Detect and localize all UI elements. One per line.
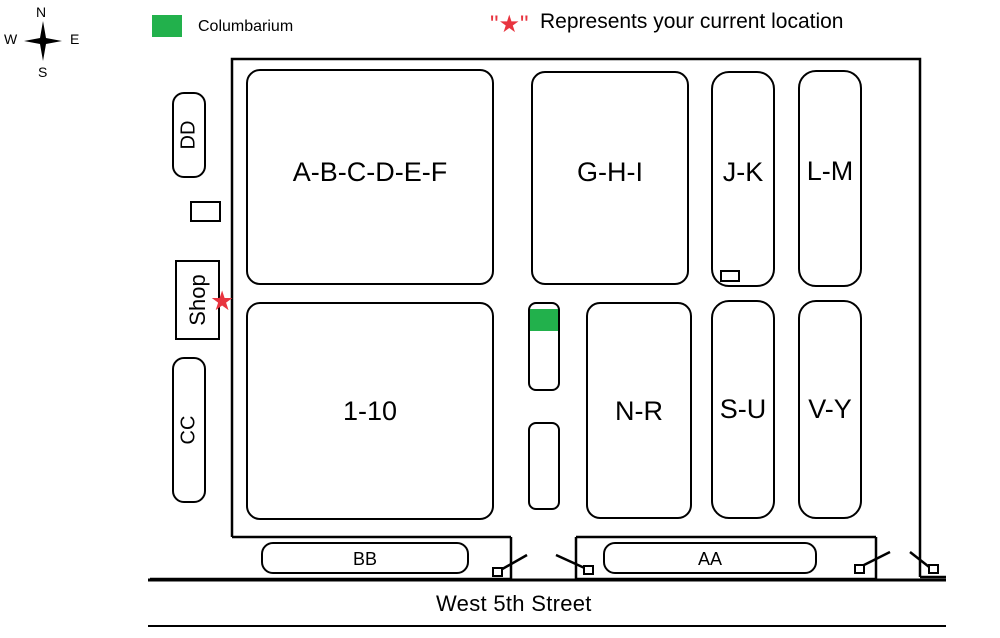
- legend-location-marker: "★": [490, 11, 529, 38]
- section-label: L-M: [806, 156, 854, 186]
- section-label: BB: [352, 549, 377, 569]
- section-g-h-i[interactable]: G-H-I: [531, 71, 689, 285]
- small-plot[interactable]: [528, 422, 560, 510]
- section-1-10[interactable]: 1-10: [246, 302, 494, 520]
- section-label: V-Y: [808, 394, 852, 424]
- section-n-r[interactable]: N-R: [586, 302, 692, 519]
- current-location-star-icon: ★: [210, 286, 235, 316]
- section-bb[interactable]: BB: [261, 542, 469, 574]
- section-label: A-B-C-D-E-F: [292, 157, 448, 187]
- compass-west-label: W: [4, 31, 18, 47]
- compass: N W E S: [0, 0, 90, 85]
- section-cc[interactable]: CC: [172, 357, 206, 503]
- building-small-west: [190, 201, 221, 222]
- compass-rose-icon: [24, 21, 62, 61]
- section-label: AA: [697, 549, 722, 569]
- section-label: 1-10: [342, 396, 398, 426]
- legend-columbarium-label: Columbarium: [198, 18, 294, 35]
- columbarium-marker: [530, 309, 558, 331]
- section-a-b-c-d-e-f[interactable]: A-B-C-D-E-F: [246, 69, 494, 285]
- building-small: [720, 270, 740, 282]
- columbarium-plot[interactable]: [528, 302, 560, 391]
- section-label: CC: [177, 415, 200, 445]
- section-label: DD: [177, 120, 200, 150]
- section-s-u[interactable]: S-U: [711, 300, 775, 519]
- legend-columbarium-swatch: [152, 15, 182, 37]
- shop-building[interactable]: Shop: [175, 260, 220, 340]
- compass-south-label: S: [38, 64, 48, 80]
- section-j-k[interactable]: J-K: [711, 71, 775, 287]
- section-v-y[interactable]: V-Y: [798, 300, 862, 519]
- shop-label: Shop: [184, 274, 210, 326]
- section-dd[interactable]: DD: [172, 92, 206, 178]
- section-aa[interactable]: AA: [603, 542, 817, 574]
- legend-location-text: Represents your current location: [540, 10, 844, 33]
- section-l-m[interactable]: L-M: [798, 70, 862, 287]
- section-label: N-R: [615, 396, 663, 426]
- section-label: J-K: [722, 157, 764, 187]
- section-label: S-U: [719, 394, 767, 424]
- section-label: G-H-I: [577, 157, 643, 187]
- street-label: West 5th Street: [436, 591, 592, 616]
- compass-east-label: E: [70, 31, 80, 47]
- compass-north-label: N: [36, 4, 47, 20]
